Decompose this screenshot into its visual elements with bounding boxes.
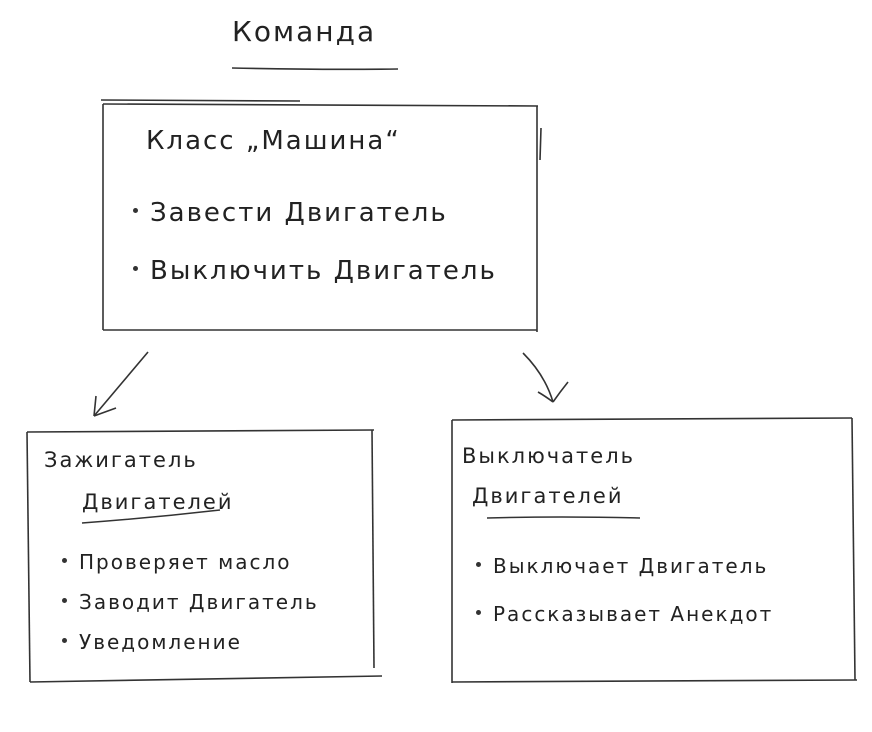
arrow-to-left-box bbox=[93, 351, 149, 417]
right-box-frame bbox=[451, 417, 858, 683]
right-box-item-tell-joke: Рассказывает Анекдот bbox=[476, 604, 773, 624]
main-box-frame bbox=[100, 99, 542, 332]
right-box-title-underline bbox=[486, 516, 641, 519]
right-box-item-stop-engine: Выключает Двигатель bbox=[476, 556, 768, 576]
diagram-title: Команда bbox=[232, 15, 377, 48]
main-box-item-stop-engine: Выключить Двигатель bbox=[133, 258, 497, 284]
left-box-title-underline bbox=[81, 509, 221, 524]
main-box-item-start-engine: Завести Двигатель bbox=[133, 200, 448, 226]
left-box-item-notification: Уведомление bbox=[62, 632, 242, 652]
title-underline bbox=[231, 67, 399, 71]
left-box-item-check-oil: Проверяет масло bbox=[62, 552, 291, 572]
right-box-title-line1: Выключатель bbox=[462, 444, 635, 468]
left-box-title-line2: Двигателей bbox=[82, 490, 234, 514]
arrow-to-right-box bbox=[522, 352, 569, 403]
main-box-title: Класс „Машина“ bbox=[146, 126, 401, 156]
left-box-title-line1: Зажигатель bbox=[44, 448, 198, 472]
right-box-title-line2: Двигателей bbox=[472, 484, 624, 508]
left-box-frame bbox=[26, 429, 383, 683]
left-box-item-start-engine: Заводит Двигатель bbox=[62, 592, 319, 612]
